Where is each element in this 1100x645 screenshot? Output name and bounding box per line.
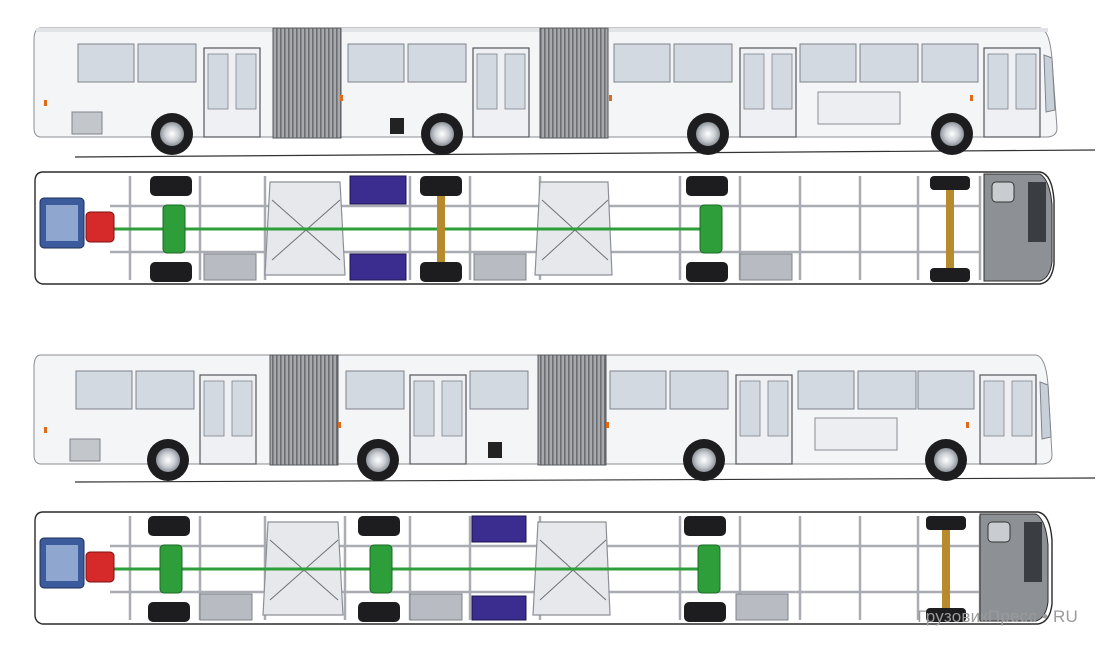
- gearbox: [85, 211, 115, 243]
- step-box: [488, 442, 502, 458]
- luggage-hatch: [817, 91, 901, 125]
- articulation-joint-1: [272, 27, 342, 139]
- drive-axle: [162, 204, 723, 254]
- driver-seat: [987, 521, 1011, 543]
- articulation-joint-1: [269, 354, 339, 466]
- rear-grille: [69, 438, 101, 462]
- chassis-view-2: [34, 511, 1053, 625]
- wheel: [151, 113, 973, 155]
- front-axle: [926, 516, 966, 622]
- gearbox: [85, 551, 115, 583]
- dashboard: [1024, 522, 1042, 582]
- floor-hatch: [203, 253, 793, 281]
- front-axle: [930, 176, 970, 282]
- dual-wheels: [148, 516, 726, 622]
- side-view-2: [33, 354, 1096, 483]
- rear-grille: [71, 111, 103, 135]
- driver-seat: [991, 181, 1015, 203]
- articulation-joint-2: [539, 27, 609, 139]
- step-box: [390, 118, 404, 134]
- door-glass: [203, 380, 1033, 437]
- battery-box: [471, 515, 527, 621]
- trailing-axle: [437, 196, 445, 262]
- drive-axle: [159, 544, 721, 594]
- windshield: [1043, 54, 1056, 113]
- chassis-view-1: [34, 171, 1055, 285]
- watermark-text: ГрузовикПресс • RU: [917, 607, 1078, 626]
- dashboard: [1028, 182, 1046, 242]
- luggage-hatch: [814, 417, 898, 451]
- marker-lights: [44, 95, 973, 106]
- window-row: [77, 43, 979, 83]
- floor-hatch: [199, 593, 789, 621]
- watermark: ГрузовикПресс • RU: [917, 607, 1078, 627]
- window-row: [75, 370, 975, 410]
- dual-wheels: [150, 176, 728, 282]
- door-glass: [207, 53, 1037, 110]
- ground-line: [74, 149, 1096, 158]
- windshield: [1039, 381, 1052, 440]
- articulation-joint-2: [537, 354, 607, 466]
- battery-box: [349, 175, 407, 281]
- wheel: [147, 439, 967, 481]
- ground-line: [74, 477, 1096, 483]
- side-view-1: [33, 27, 1096, 158]
- marker-lights: [44, 422, 969, 433]
